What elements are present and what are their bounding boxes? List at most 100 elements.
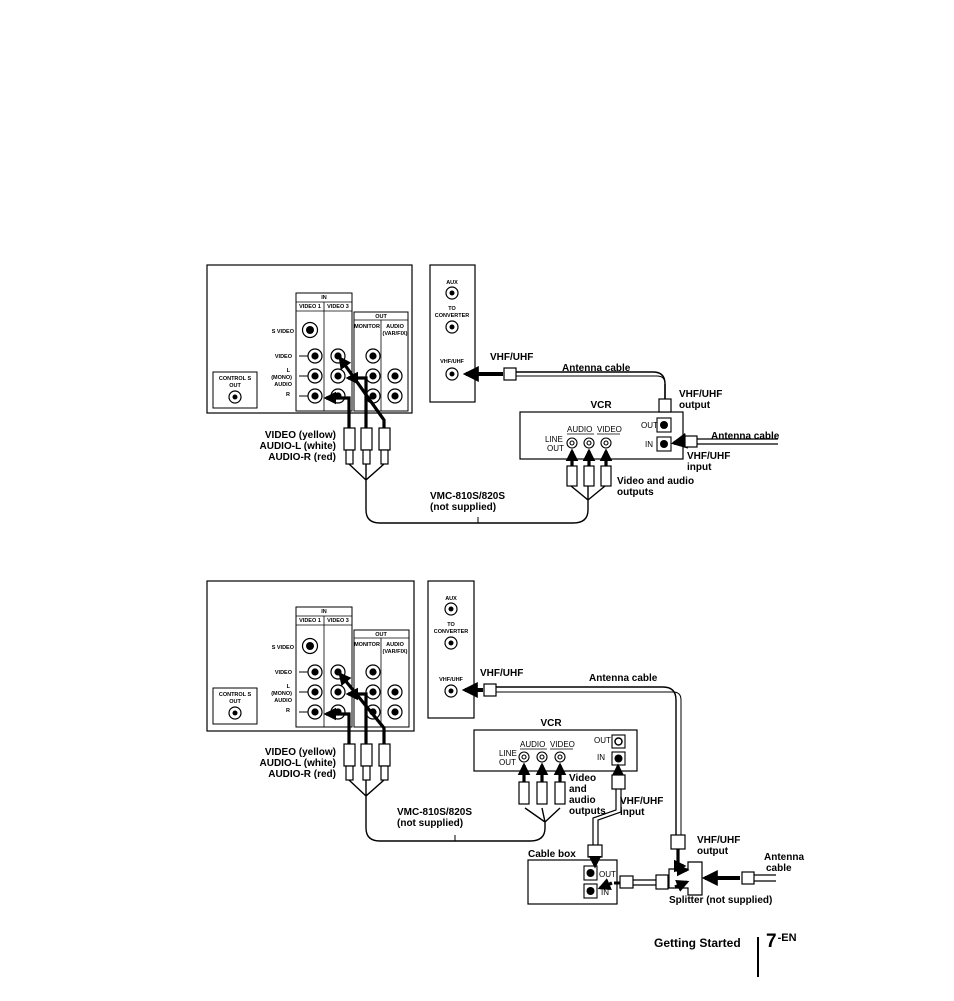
label-vhf-uhf-output-1-2: VHF/UHF: [697, 835, 740, 846]
label-vcr-out-2: OUT: [594, 736, 611, 745]
label-monitor: MONITOR: [354, 324, 380, 330]
label-vhf-uhf-output-2: output: [679, 400, 711, 411]
label-line-out-2: OUT: [499, 758, 516, 767]
label-vcr-2: VCR: [540, 718, 562, 729]
diagram-1: IN VIDEO 1 VIDEO 3 OUT MONITOR AUDIO (VA…: [206, 264, 780, 524]
label-vcr-in: IN: [645, 440, 653, 449]
footer-divider: [757, 937, 759, 977]
label-vhf-uhf-2: VHF/UHF: [480, 668, 523, 679]
tv-rear-panel-2: [206, 580, 415, 732]
label-audio-r-red: AUDIO-R (red): [268, 452, 336, 463]
label-vhf-uhf-input-2-2: input: [620, 807, 645, 818]
label-to: TO: [448, 306, 456, 312]
label-line-out: OUT: [547, 444, 564, 453]
label-cable-model: VMC-810S/820S: [430, 491, 505, 502]
page-number: 7: [766, 931, 777, 952]
label-audio-2b: audio: [569, 795, 596, 806]
rca-plugs-vcr-1: [566, 465, 612, 487]
label-converter-2: CONVERTER: [434, 629, 469, 635]
label-vcr-in-2: IN: [597, 753, 605, 762]
label-audio: AUDIO: [274, 382, 292, 388]
label-l-2: L: [287, 684, 291, 690]
label-out: OUT: [375, 314, 387, 320]
label-audio-r-red-2: AUDIO-R (red): [268, 769, 336, 780]
label-var-fix: (VAR/FIX): [383, 331, 408, 337]
label-box-in: IN: [601, 888, 609, 897]
control-s-box: [212, 371, 258, 409]
label-vhf-uhf-input-2: input: [687, 462, 712, 473]
splitter: [668, 861, 703, 896]
cable-box: [527, 859, 618, 905]
s-video-jack-2: [301, 637, 319, 655]
label-audio-out-2: AUDIO: [386, 642, 404, 648]
label-var-fix-2: (VAR/FIX): [383, 649, 408, 655]
label-video-2: VIDEO: [275, 670, 293, 676]
label-r-2: R: [286, 708, 290, 714]
s-video-jack: [301, 321, 319, 339]
label-vhf-uhf-jack: VHF/UHF: [440, 359, 464, 365]
label-aux-2: AUX: [445, 596, 457, 602]
label-audio-out: AUDIO: [386, 324, 404, 330]
label-control-s-out: OUT: [229, 383, 241, 389]
label-vcr-out: OUT: [641, 421, 658, 430]
label-splitter: Splitter (not supplied): [669, 895, 772, 906]
diagram-2: IN VIDEO 1 VIDEO 3 OUT MONITOR AUDIO (VA…: [206, 580, 804, 906]
label-outputs-2: outputs: [569, 806, 606, 817]
label-vcr-video: VIDEO: [597, 425, 622, 434]
label-not-supplied: (not supplied): [430, 502, 496, 513]
label-av-outputs-1: Video and audio: [617, 476, 694, 487]
label-antenna-2-2: cable: [766, 863, 792, 874]
label-control-s-out-2: OUT: [229, 699, 241, 705]
label-line: LINE: [545, 435, 563, 444]
label-aux: AUX: [446, 280, 458, 286]
label-audio-2: AUDIO: [274, 698, 292, 704]
label-out-2: OUT: [375, 632, 387, 638]
label-r: R: [286, 392, 290, 398]
rca-plugs-vcr-2: [518, 781, 566, 805]
label-vcr: VCR: [590, 400, 612, 411]
rca-plugs-left-2: [343, 743, 391, 781]
label-monitor-2: MONITOR: [354, 642, 380, 648]
label-video: VIDEO: [275, 354, 293, 360]
label-antenna-cable-right: Antenna cable: [711, 431, 780, 442]
label-converter: CONVERTER: [435, 313, 470, 319]
label-antenna-cable-2: Antenna cable: [589, 673, 658, 684]
label-audio-l-white-2: AUDIO-L (white): [260, 758, 336, 769]
label-vcr-audio: AUDIO: [567, 425, 592, 434]
label-vhf-uhf-jack-2: VHF/UHF: [439, 677, 463, 683]
tv-side-panel-2: [427, 580, 475, 719]
video-jacks: [307, 348, 403, 404]
tv-rear-panel: [206, 264, 413, 414]
rca-plugs-left: [343, 427, 391, 465]
av-cable-1: [348, 463, 606, 524]
label-mono: (MONO): [271, 375, 292, 381]
label-vcr-audio-2: AUDIO: [520, 740, 545, 749]
label-vhf-uhf-input-1: VHF/UHF: [687, 451, 730, 462]
label-control-s-2: CONTROL S: [219, 692, 252, 698]
label-video-3: VIDEO 3: [327, 304, 349, 310]
label-box-out: OUT: [599, 870, 616, 879]
label-not-supplied-2: (not supplied): [397, 818, 463, 829]
label-s-video-2: S VIDEO: [272, 645, 295, 651]
footer-page-number: 7-EN: [766, 931, 797, 953]
label-vhf-uhf-output-2-2: output: [697, 846, 729, 857]
label-video-1-2: VIDEO 1: [299, 618, 321, 624]
label-vhf-uhf: VHF/UHF: [490, 352, 533, 363]
tv-side-panel: [429, 264, 476, 403]
label-and-2: and: [569, 784, 587, 795]
label-video-yellow-2: VIDEO (yellow): [265, 747, 336, 758]
label-cable-box: Cable box: [528, 849, 576, 860]
label-cable-model-2: VMC-810S/820S: [397, 807, 472, 818]
label-in-2: IN: [321, 609, 327, 615]
label-audio-l-white: AUDIO-L (white): [260, 441, 336, 452]
vcr-to-cable-box-cable: [592, 789, 622, 845]
antenna-cable-2: [494, 686, 677, 835]
label-control-s: CONTROL S: [219, 376, 252, 382]
label-l: L: [287, 368, 291, 374]
label-vcr-video-2: VIDEO: [550, 740, 575, 749]
label-in: IN: [321, 295, 327, 301]
label-vhf-uhf-output-1: VHF/UHF: [679, 389, 722, 400]
label-line-2: LINE: [499, 749, 517, 758]
label-vhf-uhf-input-1-2: VHF/UHF: [620, 796, 663, 807]
